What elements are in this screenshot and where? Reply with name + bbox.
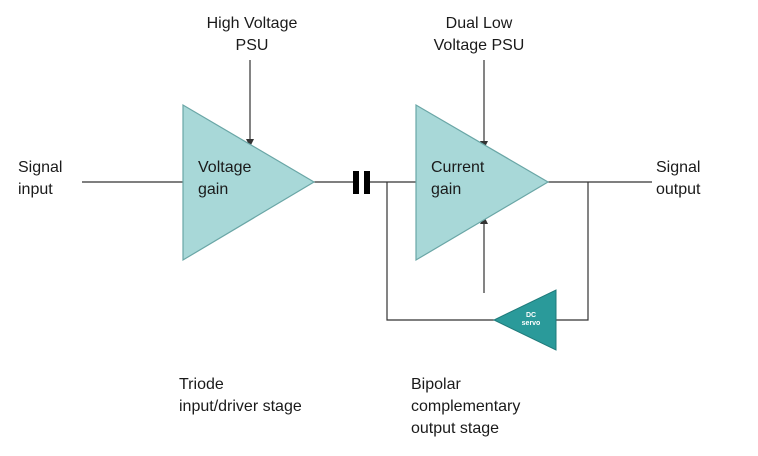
signal-output-label-1: Signal xyxy=(656,159,701,176)
voltage-gain-amplifier xyxy=(182,103,316,262)
coupling-capacitor-icon xyxy=(353,171,370,194)
current-gain-label-2: gain xyxy=(431,181,462,198)
current-gain-label-1: Current xyxy=(431,159,485,176)
triode-stage-label-1: Triode xyxy=(179,376,224,393)
current-gain-amplifier xyxy=(415,103,550,262)
bipolar-stage-label-3: output stage xyxy=(411,420,500,437)
triode-stage-label-2: input/driver stage xyxy=(179,398,302,415)
hv-psu-label-2: PSU xyxy=(235,37,269,54)
voltage-gain-label-1: Voltage xyxy=(198,159,252,176)
hv-arrow-icon xyxy=(246,139,254,147)
dc-servo-label-2: servo xyxy=(522,320,541,327)
feedback-wire-right xyxy=(556,182,589,321)
lv-psu-label-2: Voltage PSU xyxy=(433,37,525,54)
bipolar-stage-label-1: Bipolar xyxy=(411,376,461,393)
lv-psu-label-1: Dual Low xyxy=(445,15,513,32)
dc-servo-label-1: DC xyxy=(526,312,536,319)
voltage-gain-label-2: gain xyxy=(198,181,229,198)
signal-input-label-2: input xyxy=(18,181,53,198)
hv-psu-label-1: High Voltage xyxy=(206,15,298,32)
wires xyxy=(82,60,652,321)
signal-input-label-1: Signal xyxy=(18,159,63,176)
dc-servo-amplifier xyxy=(492,289,557,351)
feedback-wire-left xyxy=(386,182,494,321)
signal-output-label-2: output xyxy=(656,181,701,198)
bipolar-stage-label-2: complementary xyxy=(411,398,521,415)
